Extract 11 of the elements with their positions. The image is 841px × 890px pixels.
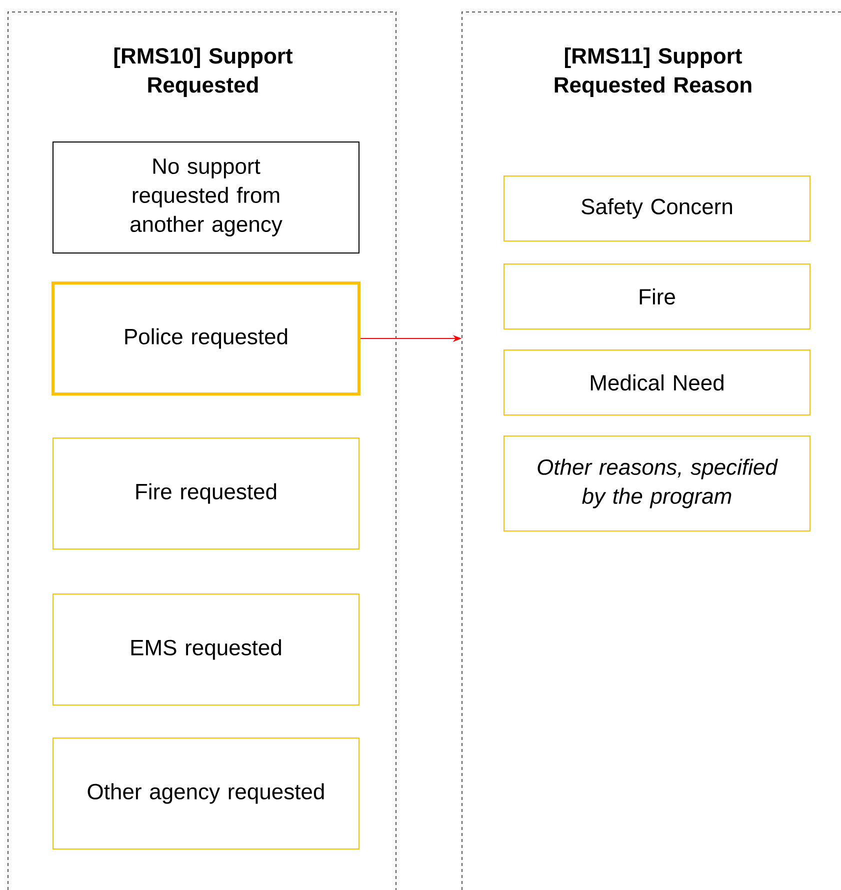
option-box: Other agency requested <box>52 738 360 850</box>
option-box: Fire requested <box>52 438 360 550</box>
option-box: No support requested from another agency <box>52 142 360 254</box>
panel-heading: [RMS11] Support Requested Reason <box>554 48 752 98</box>
panel-heading: [RMS10] Support Requested <box>114 48 293 98</box>
option-box: Medical Need <box>504 350 810 416</box>
option-box: Other reasons, specified by the program <box>504 436 810 532</box>
option-box: Fire <box>504 264 810 330</box>
option-box: Police requested <box>52 282 360 396</box>
option-box: Safety Concern <box>504 176 810 242</box>
option-box: EMS requested <box>52 594 360 706</box>
